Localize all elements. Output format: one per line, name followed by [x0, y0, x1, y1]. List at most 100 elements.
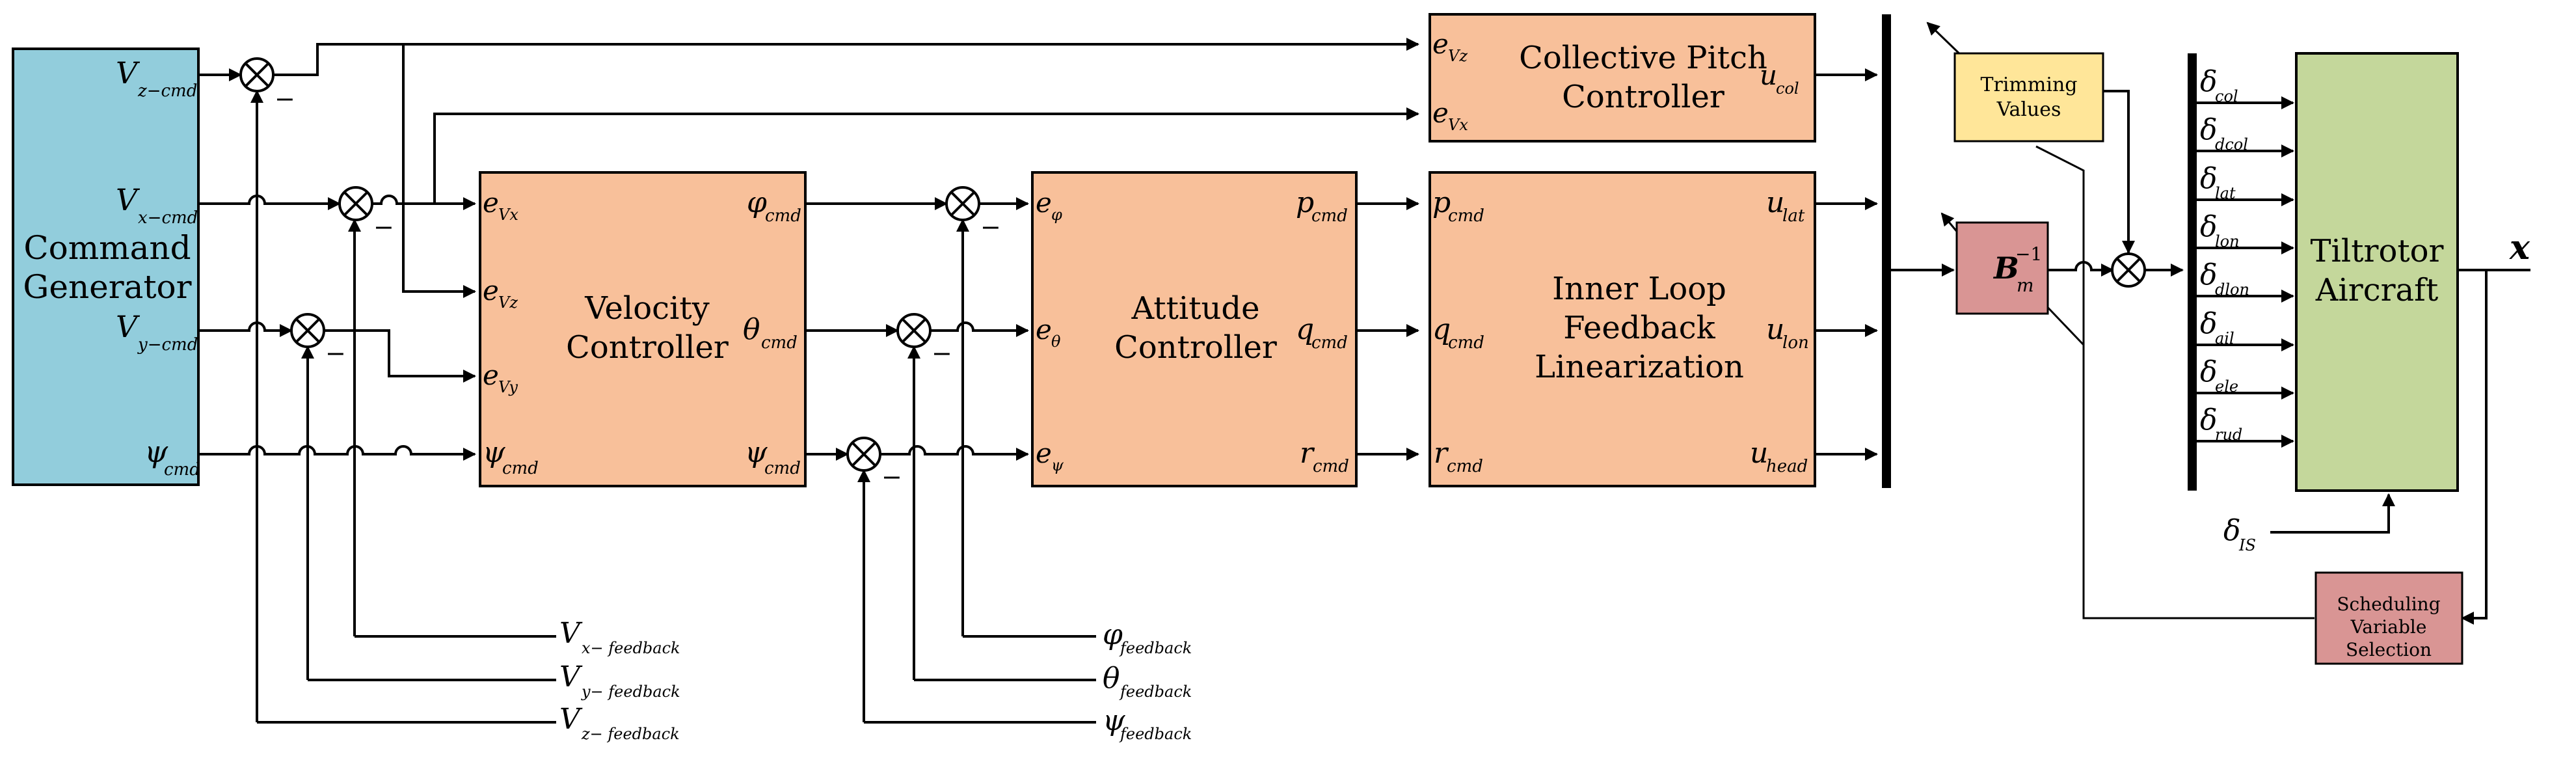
command-generator-block — [12, 48, 200, 486]
command-generator-box — [12, 48, 200, 486]
vy-feedback-label: V — [559, 660, 583, 694]
vy-feedback-sub: y− feedback — [581, 683, 680, 701]
trimming-values-label: Values — [1996, 98, 2061, 121]
sum-junction-theta — [896, 313, 932, 348]
vx-cmd-label: V — [116, 182, 141, 217]
sum-junction-psi — [846, 437, 881, 472]
delta-sub: ele — [2215, 377, 2238, 396]
vel-theta-out-sub: cmd — [761, 333, 798, 353]
delta-label: δ — [2200, 307, 2218, 340]
vel-evz-sub: Vz — [498, 293, 518, 312]
vy-cmd-label: V — [116, 309, 141, 344]
vel-evy-label: e — [483, 359, 499, 391]
il-p-in-label: p — [1432, 186, 1451, 219]
demux-bar — [2188, 53, 2197, 491]
block-labels: Command Generator Collective Pitch Contr… — [23, 40, 2443, 660]
vz-cmd-label: V — [116, 55, 141, 90]
vx-cmd-sub: x−cmd — [138, 208, 198, 228]
cpc-evz-label: e — [1432, 28, 1449, 60]
phi-feedback-label: φ — [1103, 618, 1123, 651]
att-r-out-label: r — [1300, 437, 1315, 470]
minus-sign: − — [325, 339, 346, 368]
attitude-controller-label: Attitude — [1131, 290, 1259, 327]
command-generator-label: Generator — [23, 268, 191, 306]
cpc-evx-label: e — [1432, 97, 1449, 129]
sum-junction-vy — [290, 313, 325, 348]
minus-sign: − — [980, 213, 1001, 241]
vz-cmd-sub: z−cmd — [137, 81, 197, 101]
minus-sign: − — [275, 85, 295, 113]
cpc-evx-sub: Vx — [1448, 116, 1468, 134]
signal-labels: V z−cmd V x−cmd V y−cmd ψ cmd e Vz e Vx … — [116, 28, 2530, 743]
il-ulat-label: u — [1766, 186, 1784, 219]
binv-sup: −1 — [2015, 243, 2042, 265]
delta-is-label: δ — [2223, 514, 2241, 547]
delta-label: δ — [2200, 210, 2218, 243]
summing-junctions — [239, 57, 2146, 472]
trimming-values-box — [1953, 52, 2104, 142]
inner-loop-box — [1429, 171, 1816, 487]
att-r-out-sub: cmd — [1313, 457, 1349, 476]
vx-feedback-sub: x− feedback — [582, 639, 680, 657]
delta-is-sub: IS — [2238, 536, 2256, 554]
attitude-controller-label: Controller — [1114, 329, 1277, 366]
tiltrotor-aircraft-label: Tiltrotor — [2311, 233, 2444, 269]
inner-loop-label: Feedback — [1563, 310, 1715, 346]
mux-bar — [1882, 14, 1891, 488]
minus-sign: − — [881, 463, 902, 491]
vel-phi-out-label: φ — [747, 186, 767, 219]
vel-phi-out-sub: cmd — [765, 206, 801, 226]
collective-pitch-controller-box — [1429, 13, 1816, 142]
il-q-in-sub: cmd — [1448, 333, 1484, 353]
collective-pitch-label: Collective Pitch — [1519, 40, 1767, 76]
sum-junction-phi — [945, 186, 980, 221]
collective-pitch-label: Controller — [1562, 79, 1724, 115]
psi-cmd-sub: cmd — [164, 460, 200, 480]
trimming-values-label: Trimming — [1981, 74, 2078, 96]
delta-label: δ — [2200, 403, 2218, 437]
delta-sub: lon — [2215, 232, 2240, 251]
velocity-controller-box — [479, 171, 807, 487]
binv-box — [1955, 221, 2049, 315]
minus-sign: − — [373, 213, 394, 241]
delta-sub: dcol — [2215, 135, 2248, 154]
delta-sub: dlon — [2215, 280, 2249, 299]
att-p-out-label: p — [1296, 186, 1314, 219]
vy-cmd-sub: y−cmd — [137, 335, 198, 355]
att-q-out-label: q — [1296, 313, 1314, 346]
vx-feedback-label: V — [559, 617, 583, 650]
delta-label: δ — [2200, 355, 2218, 388]
delta-label: δ — [2200, 258, 2218, 292]
attitude-controller-box — [1031, 171, 1358, 487]
sum-junction-vx — [338, 186, 373, 221]
delta-sub: lat — [2215, 184, 2236, 202]
minus-signs: − − − − − − — [275, 85, 1001, 491]
vz-feedback-label: V — [559, 703, 583, 736]
il-ulon-sub: lon — [1782, 333, 1809, 353]
scheduling-label: Scheduling — [2337, 593, 2440, 615]
psi-feedback-label: ψ — [1103, 704, 1125, 737]
vel-psi-sub: cmd — [502, 459, 539, 478]
psi-feedback-sub: feedback — [1119, 725, 1192, 743]
delta-sub: ail — [2215, 329, 2234, 347]
binv-label: B — [1992, 251, 2019, 286]
vel-evy-sub: Vy — [498, 378, 518, 396]
demux-arrows — [2197, 96, 2294, 448]
att-etheta-label: e — [1036, 314, 1052, 346]
vel-psi-out-sub: cmd — [764, 459, 801, 478]
inner-loop-label: Inner Loop — [1552, 271, 1726, 307]
att-etheta-sub: θ — [1051, 332, 1061, 351]
vel-evz-label: e — [483, 275, 499, 306]
scheduling-box — [2314, 571, 2463, 665]
il-r-in-label: r — [1434, 437, 1449, 470]
command-generator-label: Command — [23, 229, 191, 267]
il-uhead-label: u — [1750, 437, 1768, 470]
att-ephi-label: e — [1036, 187, 1052, 219]
il-p-in-sub: cmd — [1448, 206, 1484, 226]
vel-theta-out-label: θ — [743, 313, 760, 346]
att-p-out-sub: cmd — [1311, 206, 1348, 226]
delta-label: δ — [2200, 113, 2218, 146]
cpc-evz-sub: Vz — [1448, 47, 1468, 65]
delta-label: δ — [2200, 162, 2218, 195]
theta-feedback-sub: feedback — [1119, 683, 1192, 701]
